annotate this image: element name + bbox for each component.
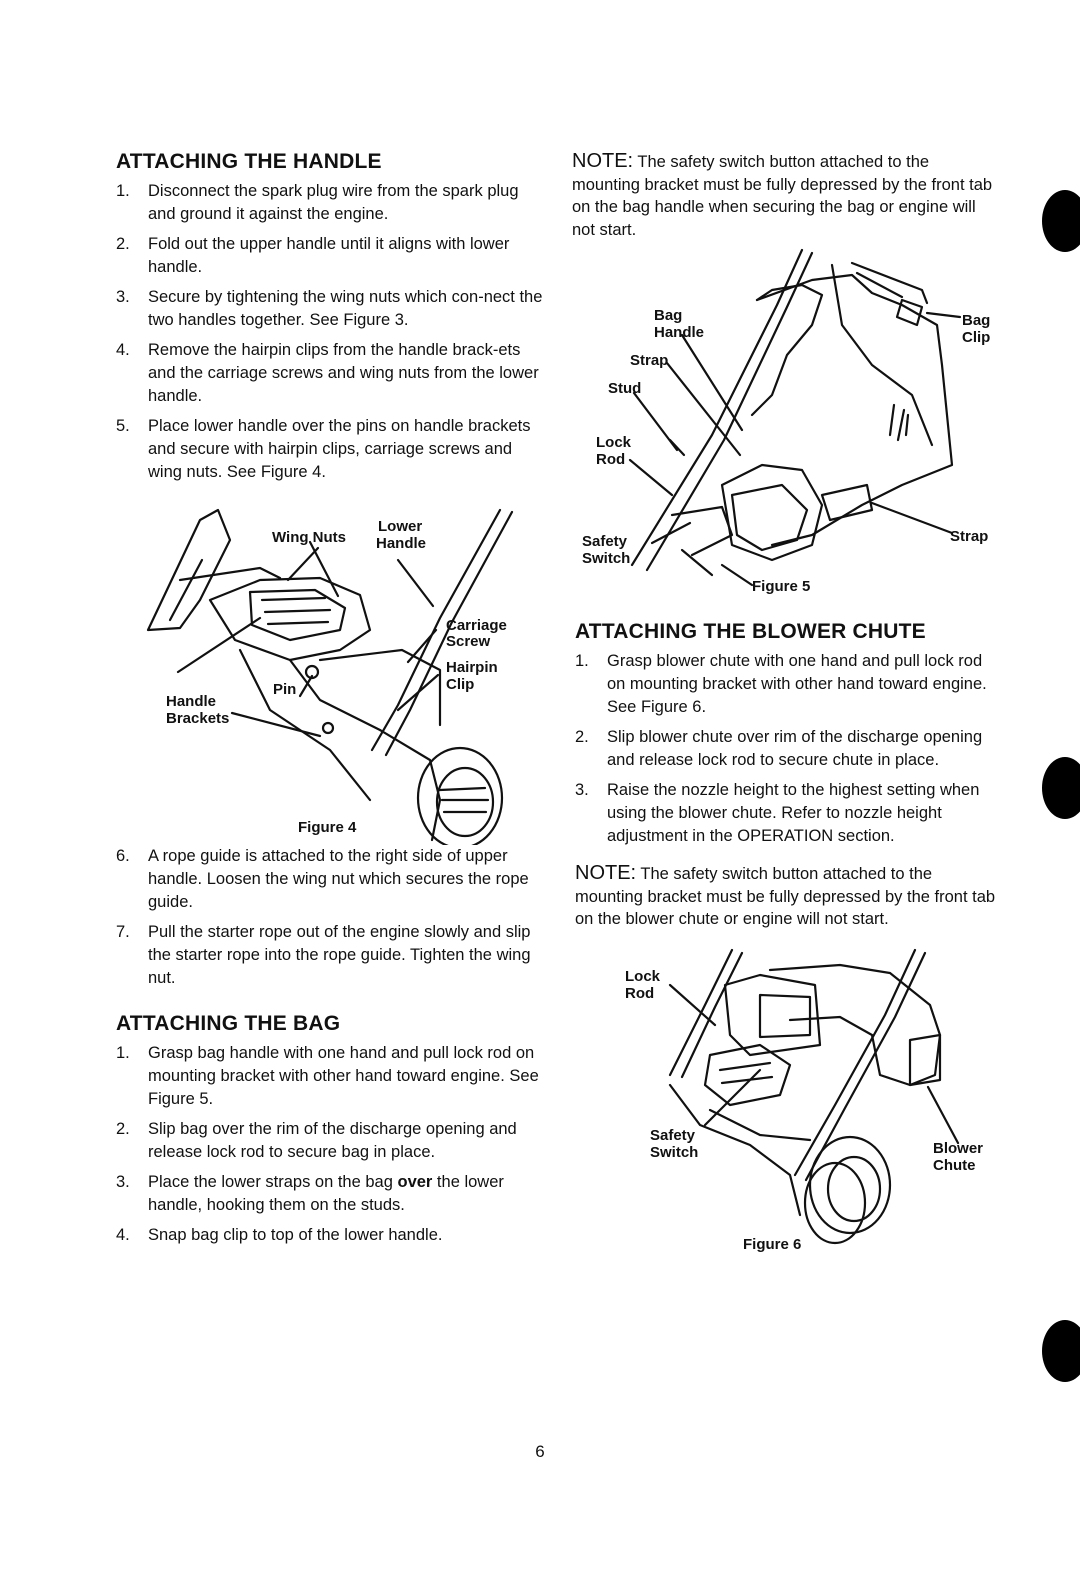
- list-item: 1.Grasp bag handle with one hand and pul…: [116, 1044, 539, 1108]
- label-switch: Switch: [582, 550, 630, 567]
- figure-4: Wing Nuts Lower Handle Carriage Screw Ha…: [140, 500, 540, 845]
- section-title-blower-chute: ATTACHING THE BLOWER CHUTE: [575, 620, 926, 643]
- list-item: 5.Place lower handle over the pins on ha…: [116, 417, 531, 481]
- figure-5: Bag Handle Strap Stud Lock Rod Safety Sw…: [572, 245, 997, 600]
- list-item: 2.Slip blower chute over rim of the disc…: [575, 728, 983, 769]
- label-screw: Screw: [446, 633, 491, 650]
- page-number: 6: [535, 1442, 545, 1461]
- label-hairpin: Hairpin: [446, 659, 498, 676]
- figure-5-illustration: Bag Handle Strap Stud Lock Rod Safety Sw…: [582, 248, 990, 595]
- figure-4-caption: Figure 4: [298, 819, 357, 836]
- list-item: 4.Snap bag clip to top of the lower hand…: [116, 1226, 443, 1244]
- list-item: 3.Place the lower straps on the bag over…: [116, 1173, 504, 1214]
- label-pin: Pin: [273, 681, 296, 698]
- note-bag: NOTE: The safety switch button attached …: [572, 150, 993, 239]
- label-bag-handle: Handle: [654, 324, 704, 341]
- label-strap-2: Strap: [950, 528, 988, 545]
- binding-hole-mark: [1042, 190, 1080, 252]
- list-item: 2.Fold out the upper handle until it ali…: [116, 235, 510, 276]
- list-item: 7.Pull the starter rope out of the engin…: [116, 923, 531, 987]
- label-safety: Safety: [650, 1127, 696, 1144]
- binding-hole-mark: [1042, 1320, 1080, 1382]
- label-stud: Stud: [608, 380, 641, 397]
- list-item: 6.A rope guide is attached to the right …: [116, 847, 529, 911]
- label-switch: Switch: [650, 1144, 698, 1161]
- label-strap: Strap: [630, 352, 668, 369]
- section-title-bag: ATTACHING THE BAG: [116, 1012, 341, 1035]
- list-item: 1.Grasp blower chute with one hand and p…: [575, 652, 987, 716]
- label-clip: Clip: [446, 676, 474, 693]
- list-item: 4.Remove the hairpin clips from the hand…: [116, 341, 539, 405]
- label-blower: Blower: [933, 1140, 983, 1157]
- label-handle-brackets-1: Handle: [166, 693, 216, 710]
- label-handle-brackets-2: Brackets: [166, 710, 229, 727]
- label-bag: Bag: [654, 307, 682, 324]
- figure-6-illustration: Lock Rod Safety Switch Blower Chute Figu…: [625, 948, 983, 1253]
- list-item: 3.Secure by tightening the wing nuts whi…: [116, 288, 543, 329]
- label-bag-clip-2: Clip: [962, 329, 990, 346]
- label-lock: Lock: [596, 434, 632, 451]
- right-column-lower: ATTACHING THE BLOWER CHUTE 1.Grasp blowe…: [575, 620, 1000, 931]
- label-safety: Safety: [582, 533, 628, 550]
- handle-steps: 1.Disconnect the spark plug wire from th…: [116, 180, 546, 484]
- section-title-handle: ATTACHING THE HANDLE: [116, 150, 382, 173]
- list-item: 1.Disconnect the spark plug wire from th…: [116, 182, 519, 223]
- label-lock: Lock: [625, 968, 661, 985]
- label-lower: Lower: [378, 518, 422, 535]
- left-column-lower: 6.A rope guide is attached to the right …: [116, 845, 546, 1254]
- label-rod: Rod: [625, 985, 654, 1002]
- bag-steps: 1.Grasp bag handle with one hand and pul…: [116, 1042, 546, 1247]
- left-column: ATTACHING THE HANDLE 1.Disconnect the sp…: [116, 150, 546, 491]
- chute-steps: 1.Grasp blower chute with one hand and p…: [575, 650, 1000, 848]
- label-lower-handle: Handle: [376, 535, 426, 552]
- binding-hole-mark: [1042, 757, 1080, 819]
- label-wing-nuts: Wing Nuts: [272, 529, 346, 546]
- label-bag-clip-1: Bag: [962, 312, 990, 329]
- label-carriage: Carriage: [446, 617, 507, 634]
- figure-6: Lock Rod Safety Switch Blower Chute Figu…: [610, 945, 1000, 1260]
- figure-6-caption: Figure 6: [743, 1236, 801, 1253]
- figure-4-illustration: Wing Nuts Lower Handle Carriage Screw Ha…: [146, 508, 514, 845]
- right-column: NOTE: The safety switch button attached …: [572, 150, 997, 241]
- label-chute: Chute: [933, 1157, 976, 1174]
- figure-5-caption: Figure 5: [752, 578, 810, 595]
- rope-steps: 6.A rope guide is attached to the right …: [116, 845, 546, 990]
- list-item: 3.Raise the nozzle height to the highest…: [575, 781, 980, 845]
- list-item: 2.Slip bag over the rim of the discharge…: [116, 1120, 517, 1161]
- note-chute: NOTE: The safety switch button attached …: [575, 862, 996, 928]
- label-rod: Rod: [596, 451, 625, 468]
